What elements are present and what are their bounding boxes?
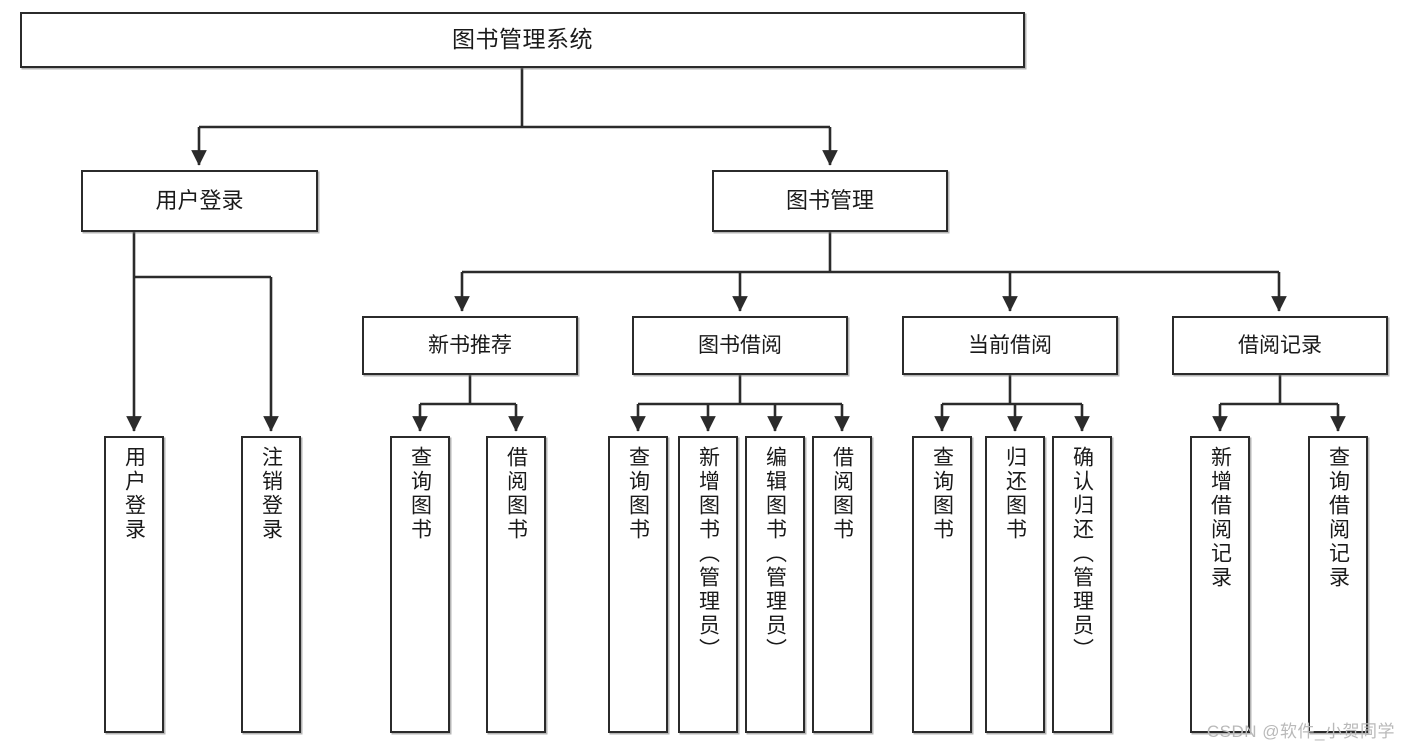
node-borrow-record-label: 借阅记录 (1238, 333, 1322, 357)
node-leaf-confirm-return[interactable]: 确认归还（管理员） (1052, 436, 1112, 733)
node-leaf-query-book-3-label: 查询图书 (930, 446, 954, 542)
node-leaf-borrow-book-2[interactable]: 借阅图书 (812, 436, 872, 733)
node-root[interactable]: 图书管理系统 (20, 12, 1025, 68)
node-user-login-label: 用户登录 (155, 187, 244, 213)
node-user-login[interactable]: 用户登录 (81, 170, 318, 232)
node-leaf-query-book-1-label: 查询图书 (408, 446, 432, 542)
node-new-book-rec-label: 新书推荐 (428, 333, 512, 357)
node-leaf-query-record-label: 查询借阅记录 (1326, 446, 1350, 590)
node-leaf-user-login[interactable]: 用户登录 (104, 436, 164, 733)
node-leaf-user-logout-label: 注销登录 (259, 446, 283, 542)
node-current-borrow-label: 当前借阅 (968, 333, 1052, 357)
node-leaf-add-book-label: 新增图书（管理员） (696, 446, 720, 662)
node-leaf-user-login-label: 用户登录 (122, 446, 146, 542)
node-current-borrow[interactable]: 当前借阅 (902, 316, 1118, 375)
node-leaf-confirm-return-label: 确认归还（管理员） (1070, 446, 1094, 662)
node-root-label: 图书管理系统 (452, 26, 593, 53)
node-leaf-add-record-label: 新增借阅记录 (1208, 446, 1232, 590)
node-leaf-query-record[interactable]: 查询借阅记录 (1308, 436, 1368, 733)
node-leaf-user-logout[interactable]: 注销登录 (241, 436, 301, 733)
node-leaf-edit-book-label: 编辑图书（管理员） (763, 446, 787, 662)
node-leaf-add-record[interactable]: 新增借阅记录 (1190, 436, 1250, 733)
node-leaf-query-book-3[interactable]: 查询图书 (912, 436, 972, 733)
node-leaf-return-book[interactable]: 归还图书 (985, 436, 1045, 733)
node-book-borrow[interactable]: 图书借阅 (632, 316, 848, 375)
node-book-borrow-label: 图书借阅 (698, 333, 782, 357)
node-leaf-borrow-book-1[interactable]: 借阅图书 (486, 436, 546, 733)
node-leaf-borrow-book-1-label: 借阅图书 (504, 446, 528, 542)
node-leaf-query-book-2-label: 查询图书 (626, 446, 650, 542)
node-borrow-record[interactable]: 借阅记录 (1172, 316, 1388, 375)
node-leaf-edit-book[interactable]: 编辑图书（管理员） (745, 436, 805, 733)
node-new-book-rec[interactable]: 新书推荐 (362, 316, 578, 375)
node-leaf-add-book[interactable]: 新增图书（管理员） (678, 436, 738, 733)
node-leaf-query-book-1[interactable]: 查询图书 (390, 436, 450, 733)
node-leaf-borrow-book-2-label: 借阅图书 (830, 446, 854, 542)
node-book-manage[interactable]: 图书管理 (712, 170, 948, 232)
node-book-manage-label: 图书管理 (785, 187, 874, 213)
watermark: CSDN @软件_小贺同学 (1206, 722, 1395, 741)
node-leaf-query-book-2[interactable]: 查询图书 (608, 436, 668, 733)
node-leaf-return-book-label: 归还图书 (1003, 446, 1027, 542)
